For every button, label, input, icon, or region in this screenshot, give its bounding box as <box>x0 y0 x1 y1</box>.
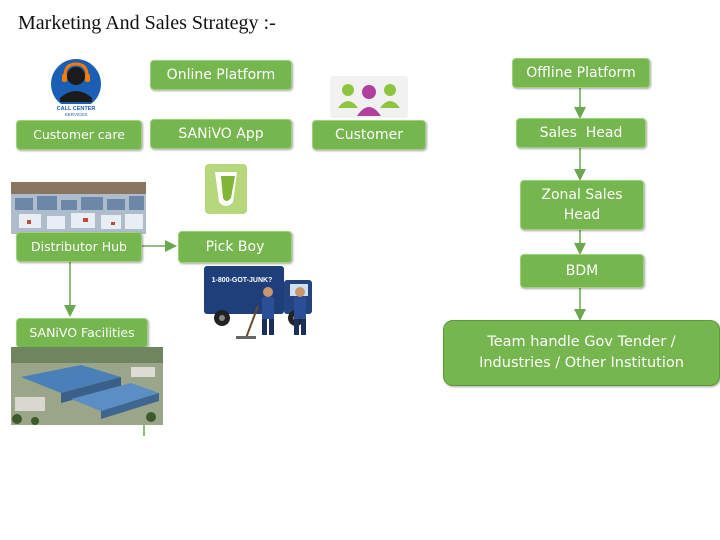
team-institution-box: Team handle Gov Tender / Industries / Ot… <box>443 320 720 386</box>
online-platform-label: Online Platform <box>166 66 276 83</box>
page-title: Marketing And Sales Strategy :- <box>18 12 276 34</box>
sanivo-facilities-box: SANiVO Facilities <box>16 318 148 348</box>
offline-platform-box: Offline Platform <box>512 58 650 88</box>
customer-group-icon <box>330 76 408 118</box>
distributor-hub-box: Distributor Hub <box>16 232 142 262</box>
customer-box: Customer <box>312 120 426 150</box>
truck-phone-text: 1-800-GOT-JUNK? <box>212 277 273 284</box>
sanivo-app-box: SANiVO App <box>150 119 292 149</box>
pick-boy-box: Pick Boy <box>178 231 292 263</box>
team-label-1: Team handle Gov Tender / <box>487 333 676 350</box>
recycling-bales-image <box>11 182 146 234</box>
sanivo-app-label: SANiVO App <box>178 125 264 142</box>
pick-boy-label: Pick Boy <box>205 238 265 255</box>
online-platform-box: Online Platform <box>150 60 292 90</box>
offline-platform-label: Offline Platform <box>526 64 636 81</box>
bdm-label: BDM <box>565 262 599 279</box>
customer-care-label: Customer care <box>33 126 125 142</box>
sanivo-app-icon <box>205 164 247 214</box>
call-center-logo-text-2: SERVICES <box>65 112 88 117</box>
zonal-sales-head-label-1: Zonal Sales <box>541 186 623 203</box>
call-center-logo: CALL CENTER SERVICES <box>40 58 112 118</box>
call-center-logo-text-1: CALL CENTER <box>57 106 96 112</box>
distributor-hub-label: Distributor Hub <box>31 238 127 254</box>
customer-care-box: Customer care <box>16 120 142 150</box>
zonal-sales-head-label-2: Head <box>563 207 601 223</box>
factory-aerial-image <box>11 347 163 425</box>
sales-head-label: Sales Head <box>539 124 623 141</box>
team-label-2: Industries / Other Institution <box>479 355 684 371</box>
customer-label: Customer <box>334 126 403 143</box>
pick-boy-truck-image: 1-800-GOT-JUNK? <box>196 262 326 340</box>
zonal-sales-head-box: Zonal Sales Head <box>520 180 644 230</box>
bdm-box: BDM <box>520 254 644 288</box>
sanivo-facilities-label: SANiVO Facilities <box>29 324 135 340</box>
sales-head-box: Sales Head <box>516 118 646 148</box>
